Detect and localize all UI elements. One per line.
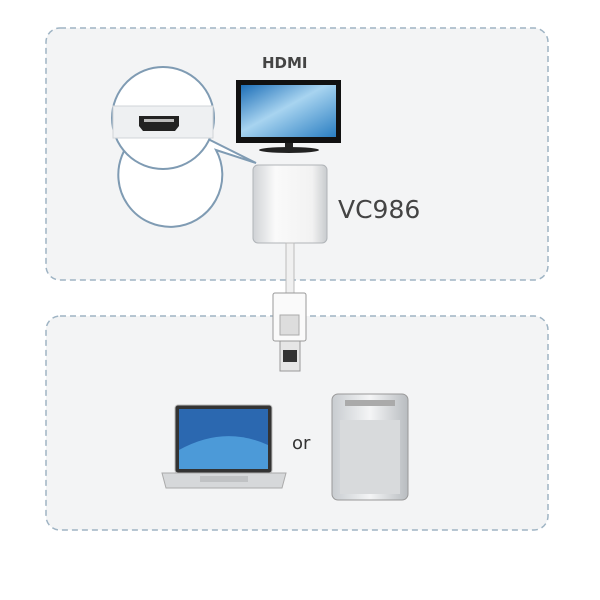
model-label: VC986 — [338, 195, 421, 224]
or-label: or — [292, 433, 311, 454]
adapter-cable — [285, 242, 295, 296]
hdmi-monitor-icon — [236, 80, 341, 153]
hdmi-port-callout — [111, 66, 257, 228]
desktop-tower-icon — [331, 393, 409, 501]
displayport-connector — [272, 292, 307, 372]
laptop-icon — [161, 404, 287, 489]
vc986-adapter — [252, 164, 328, 244]
hdmi-label: HDMI — [262, 54, 308, 72]
